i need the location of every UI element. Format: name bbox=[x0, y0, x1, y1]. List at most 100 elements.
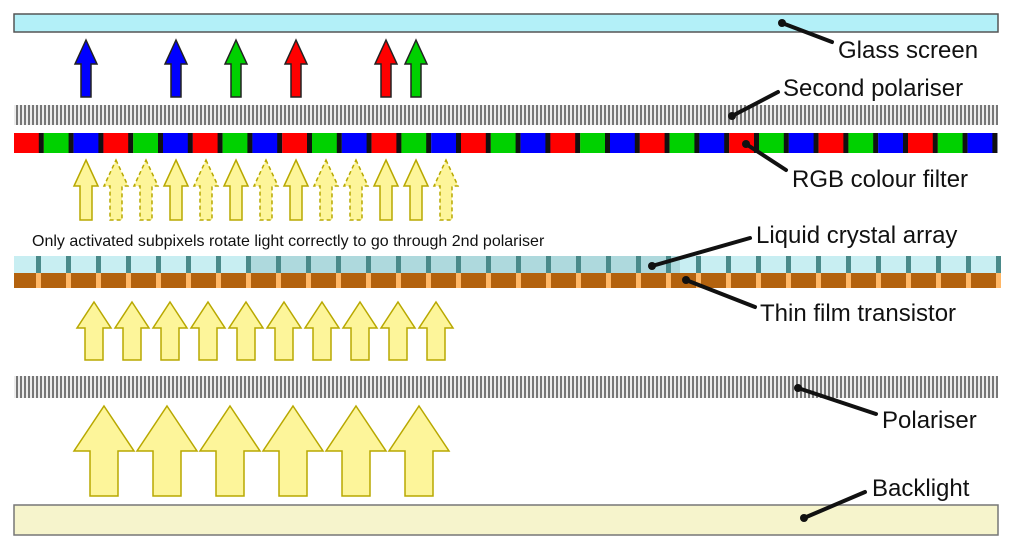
filter-divider bbox=[873, 133, 879, 153]
backlight-label: Backlight bbox=[872, 475, 970, 502]
explanation-note: Only activated subpixels rotate light co… bbox=[32, 233, 545, 250]
lc-cell bbox=[906, 256, 911, 273]
tft-contact bbox=[66, 273, 71, 288]
tft-contact bbox=[246, 273, 251, 288]
lc-cell bbox=[636, 256, 641, 273]
filter-divider bbox=[932, 133, 938, 153]
lc-cell bbox=[96, 256, 101, 273]
lc-cell bbox=[366, 256, 371, 273]
light-arrow-icon bbox=[102, 158, 130, 221]
light-arrow-icon bbox=[222, 158, 250, 221]
liquid-crystal-array-label: Liquid crystal array bbox=[756, 222, 957, 249]
filter-divider bbox=[992, 133, 998, 153]
tft-contact bbox=[276, 273, 281, 288]
filter-cell bbox=[252, 133, 283, 153]
light-arrow-icon bbox=[324, 404, 388, 497]
filter-cell bbox=[550, 133, 581, 153]
filter-divider bbox=[277, 133, 283, 153]
filter-divider bbox=[158, 133, 163, 153]
filter-cell bbox=[788, 133, 819, 153]
filter-divider bbox=[68, 133, 74, 153]
tft-contact bbox=[336, 273, 341, 288]
lc-cell bbox=[426, 256, 431, 273]
tft-contact bbox=[456, 273, 461, 288]
light-arrow-icon bbox=[135, 404, 199, 497]
glass-screen-callout: Glass screen bbox=[778, 19, 978, 64]
light-arrow-icon bbox=[113, 300, 151, 361]
lc-cell bbox=[486, 256, 491, 273]
coloured-light-arrows bbox=[73, 38, 429, 98]
filter-cell bbox=[282, 133, 312, 153]
filter-cell bbox=[937, 133, 968, 153]
filter-cell bbox=[520, 133, 551, 153]
lc-cell bbox=[666, 256, 671, 273]
light-arrow-icon bbox=[282, 158, 310, 221]
filter-divider bbox=[456, 133, 461, 153]
light-arrow-icon bbox=[312, 158, 340, 221]
lc-cell bbox=[576, 256, 581, 273]
tft-contact bbox=[546, 273, 551, 288]
lc-cell bbox=[126, 256, 131, 273]
filter-divider bbox=[634, 133, 640, 153]
filter-cell bbox=[431, 133, 461, 153]
tft-contact bbox=[216, 273, 221, 288]
filter-divider bbox=[128, 133, 134, 153]
filter-divider bbox=[545, 133, 551, 153]
up-arrow-icon bbox=[73, 38, 99, 98]
glass-screen-label: Glass screen bbox=[838, 37, 978, 64]
light-arrow-icon bbox=[341, 300, 379, 361]
up-arrow-icon bbox=[223, 38, 249, 98]
thin-film-transistor-layer bbox=[14, 273, 1001, 288]
tft-contact bbox=[696, 273, 701, 288]
second-polariser-layer bbox=[14, 105, 998, 125]
polariser-label: Polariser bbox=[882, 407, 977, 434]
filter-divider bbox=[247, 133, 253, 153]
tft-contact bbox=[996, 273, 1001, 288]
filter-cell bbox=[192, 133, 223, 153]
light-arrow-icon bbox=[303, 300, 341, 361]
tft-contact bbox=[966, 273, 971, 288]
tft-contact bbox=[306, 273, 311, 288]
filter-divider bbox=[38, 133, 44, 153]
filter-cell bbox=[580, 133, 610, 153]
lc-cell bbox=[546, 256, 551, 273]
filter-cell bbox=[908, 133, 938, 153]
filter-cell bbox=[371, 133, 402, 153]
tft-contact bbox=[516, 273, 521, 288]
up-arrow-icon bbox=[283, 38, 309, 98]
lc-cell bbox=[726, 256, 731, 273]
rgb-colour-filter-layer bbox=[14, 133, 998, 153]
filter-cell bbox=[401, 133, 432, 153]
light-arrow-icon bbox=[417, 300, 455, 361]
polariser-layer bbox=[14, 376, 998, 398]
lc-cell bbox=[876, 256, 881, 273]
light-arrow-icon bbox=[189, 300, 227, 361]
backlight-light-arrows bbox=[72, 404, 451, 497]
thin-film-transistor-label: Thin film transistor bbox=[760, 300, 956, 327]
light-arrow-icon bbox=[132, 158, 160, 221]
filter-divider bbox=[217, 133, 223, 153]
filter-cell bbox=[669, 133, 700, 153]
filter-cell bbox=[14, 133, 44, 153]
filter-divider bbox=[813, 133, 819, 153]
glass-screen-layer bbox=[13, 13, 999, 33]
second-polariser-label: Second polariser bbox=[783, 75, 963, 102]
tft-contact bbox=[96, 273, 101, 288]
tft-contact bbox=[426, 273, 431, 288]
light-arrow-icon bbox=[379, 300, 417, 361]
light-arrow-icon bbox=[432, 158, 460, 221]
light-arrow-icon bbox=[72, 158, 100, 221]
filter-cell bbox=[43, 133, 74, 153]
filter-cell bbox=[610, 133, 640, 153]
filter-divider bbox=[962, 133, 968, 153]
filter-cell bbox=[848, 133, 879, 153]
filter-divider bbox=[307, 133, 312, 153]
tft-contact bbox=[846, 273, 851, 288]
liquid-crystal-array-layer bbox=[14, 256, 1001, 273]
up-arrow-icon bbox=[373, 38, 399, 98]
rgb-colour-filter-callout: RGB colour filter bbox=[742, 140, 968, 193]
light-arrow-icon bbox=[72, 404, 136, 497]
filter-divider bbox=[605, 133, 610, 153]
lc-cell bbox=[606, 256, 611, 273]
light-arrow-icon bbox=[151, 300, 189, 361]
